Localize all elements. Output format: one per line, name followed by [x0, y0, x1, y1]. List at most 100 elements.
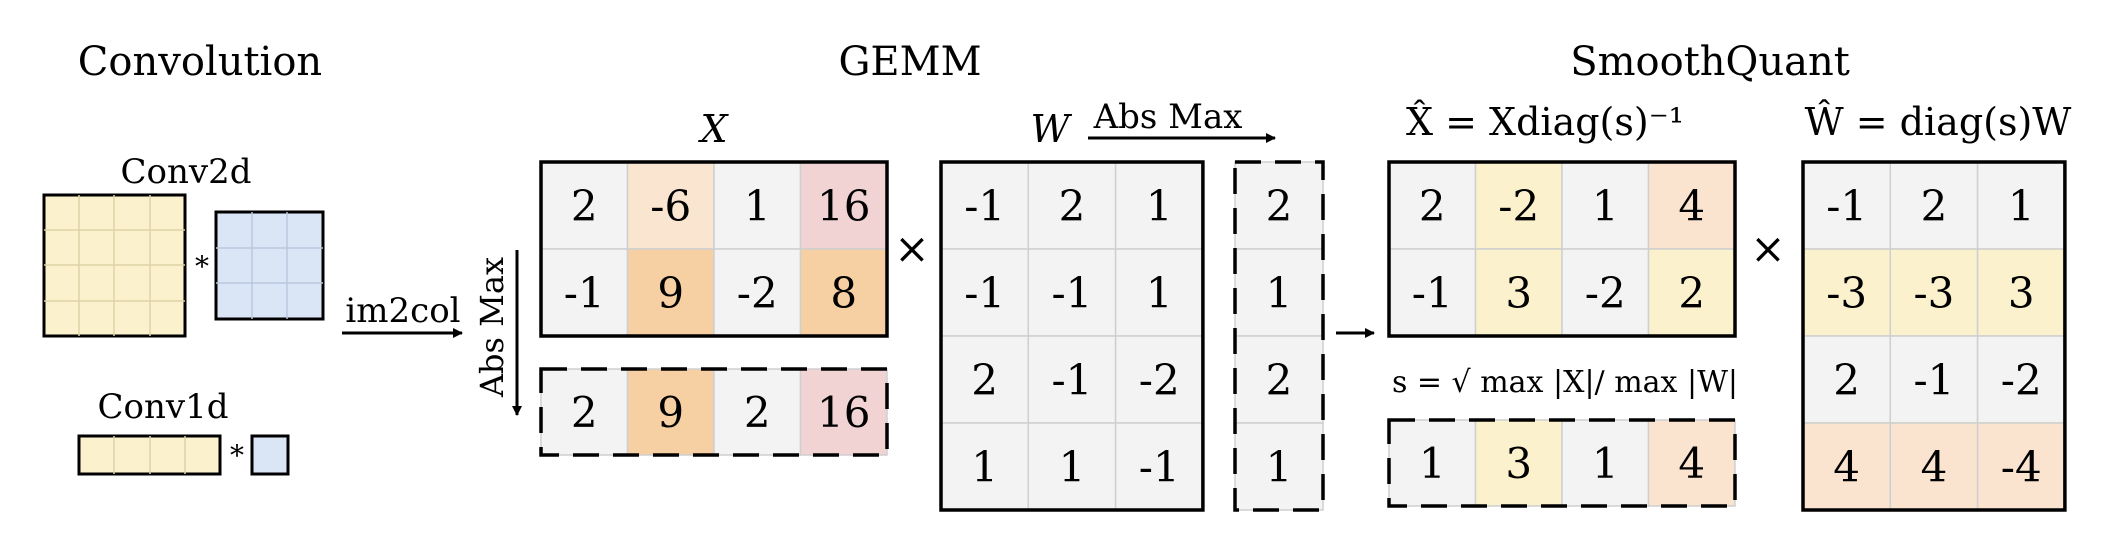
- conv1d-input-strip: [77, 434, 222, 476]
- matrix-cell-value: 2: [1266, 356, 1293, 405]
- matrix-cell-value: -1: [1412, 269, 1453, 318]
- matrix-cell-value: -2: [737, 269, 778, 318]
- matrix-cell-value: 2: [571, 182, 598, 231]
- matrix-cell-value: 9: [657, 269, 684, 318]
- multiply-sign-gemm: ×: [894, 224, 929, 273]
- matrix-border: [939, 160, 1205, 512]
- matrix-cell-value: 16: [817, 388, 870, 437]
- x-matrix-label: X: [697, 107, 729, 151]
- matrix-cell: [1114, 248, 1204, 337]
- matrix-cell: [1234, 161, 1324, 250]
- matrix-cell: [940, 335, 1030, 424]
- matrix-cell-value: 1: [1266, 269, 1293, 318]
- matrix-cell-value: -2: [1585, 269, 1626, 318]
- conv1d-star: *: [230, 439, 244, 472]
- section-title-smoothquant: SmoothQuant: [1570, 39, 1850, 85]
- matrix-border: [1801, 160, 2067, 512]
- matrix-cell-value: 1: [2008, 182, 2035, 231]
- matrix-cell: [713, 368, 802, 456]
- conv2d-star: *: [195, 250, 209, 283]
- matrix-cell-value: -6: [650, 182, 691, 231]
- matrix-cell-value: 2: [1419, 182, 1446, 231]
- matrix-cell-value: -3: [1913, 269, 1954, 318]
- abs-max-w-label: Abs Max: [1093, 97, 1243, 137]
- xhat-formula: X̂ = Xdiag(s)⁻¹: [1406, 100, 1684, 144]
- matrix-cell-value: 1: [1146, 269, 1173, 318]
- matrix-cell-value: 4: [1921, 443, 1948, 492]
- matrix-cell-value: -4: [2001, 443, 2042, 492]
- section-title-gemm: GEMM: [838, 39, 981, 85]
- s-vector: 1 3 1 4: [1387, 418, 1737, 508]
- conv2d-kernel-grid: [214, 210, 325, 321]
- matrix-cell-value: -2: [2001, 356, 2042, 405]
- matrix-cell-value: -1: [564, 269, 605, 318]
- w-absmax-vector: 2 1 2 1: [1233, 160, 1325, 512]
- matrix-cell: [940, 161, 1030, 250]
- matrix-cell-value: 1: [1592, 182, 1619, 231]
- matrix-border: [1387, 160, 1737, 338]
- matrix-cell: [1388, 248, 1477, 337]
- matrix-cell: [799, 248, 888, 337]
- matrix-cell: [1976, 335, 2066, 424]
- matrix-cell: [713, 248, 802, 337]
- matrix-cell-value: -1: [1139, 443, 1180, 492]
- matrix-cell-value: 16: [817, 182, 870, 231]
- matrix-cell-value: 2: [971, 356, 998, 405]
- matrix-cell-value: 2: [571, 388, 598, 437]
- matrix-cell-value: 1: [1266, 443, 1293, 492]
- x-absmax-vector: 2 9 2 16: [539, 367, 889, 457]
- matrix-border: [1233, 160, 1325, 512]
- matrix-cell-value: -1: [1051, 269, 1092, 318]
- im2col-label: im2col: [345, 291, 460, 331]
- matrix-cell-value: -2: [1498, 182, 1539, 231]
- matrix-cell: [1976, 422, 2066, 511]
- matrix-cell-value: 1: [971, 443, 998, 492]
- matrix-cell: [799, 368, 888, 456]
- matrix-cell-value: 8: [830, 269, 857, 318]
- matrix-cell-value: -3: [1826, 269, 1867, 318]
- conv1d-label: Conv1d: [98, 387, 229, 427]
- matrix-cell: [1561, 419, 1650, 507]
- abs-max-x-label: Abs Max: [473, 257, 511, 398]
- matrix-cell-value: 2: [1266, 182, 1293, 231]
- matrix-cell-value: 3: [2008, 269, 2035, 318]
- matrix-cell: [1027, 335, 1117, 424]
- matrix-cell: [1388, 161, 1477, 250]
- matrix-cell-value: 2: [1921, 182, 1948, 231]
- matrix-border: [1387, 418, 1737, 508]
- matrix-cell-value: -1: [964, 269, 1005, 318]
- matrix-cell-value: 3: [1505, 439, 1532, 488]
- matrix-cell-value: -1: [964, 182, 1005, 231]
- matrix-cell: [1802, 422, 1892, 511]
- matrix-cell-value: 1: [1592, 439, 1619, 488]
- matrix-cell: [1802, 335, 1892, 424]
- matrix-cell-value: 4: [1833, 443, 1860, 492]
- matrix-cell-value: -1: [1826, 182, 1867, 231]
- matrix-cell-value: 2: [744, 388, 771, 437]
- matrix-cell: [940, 422, 1030, 511]
- matrix-cell-value: 9: [657, 388, 684, 437]
- matrix-cell-value: 1: [1419, 439, 1446, 488]
- matrix-cell-value: 1: [1059, 443, 1086, 492]
- matrix-cell: [1889, 335, 1979, 424]
- matrix-cell-value: 3: [1505, 269, 1532, 318]
- matrix-cell: [1976, 248, 2066, 337]
- matrix-border: [539, 367, 889, 457]
- conv2d-input-grid: [42, 193, 187, 338]
- matrix-cell: [1114, 335, 1204, 424]
- matrix-cell: [713, 161, 802, 250]
- matrix-cell-value: 4: [1678, 439, 1705, 488]
- matrix-cell: [1027, 422, 1117, 511]
- matrix-cell: [626, 368, 715, 456]
- matrix-cell: [1802, 161, 1892, 250]
- section-title-convolution: Convolution: [78, 39, 322, 85]
- matrix-cell-value: 4: [1678, 182, 1705, 231]
- w-matrix-label: W: [1030, 107, 1072, 151]
- matrix-cell-value: -2: [1139, 356, 1180, 405]
